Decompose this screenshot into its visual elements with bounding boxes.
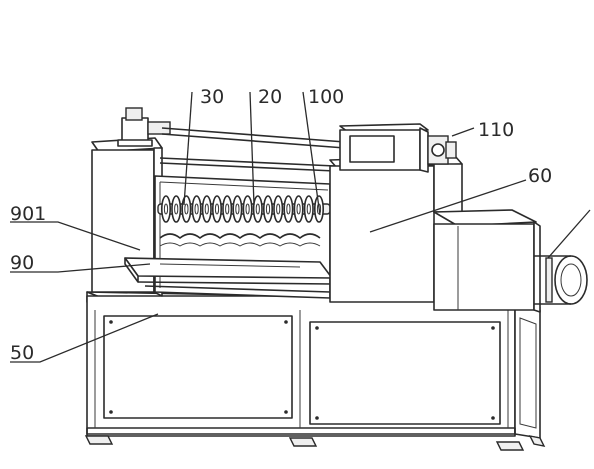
roller-disc-hub	[225, 203, 230, 215]
roller-disc-hub	[214, 203, 220, 215]
roller-disc	[161, 195, 172, 223]
top-rails	[159, 127, 346, 172]
roller-discs	[161, 195, 324, 223]
roller-disc-hub	[194, 203, 199, 215]
label-60: 60	[528, 165, 552, 187]
label-110: 110	[478, 119, 514, 141]
roller-disc	[273, 195, 284, 223]
label-90: 90	[10, 252, 34, 274]
roller-disc	[303, 195, 314, 223]
control-screen	[349, 135, 395, 163]
roller-disc	[181, 195, 192, 223]
top-left-motor	[121, 117, 149, 143]
roller-disc-hub	[265, 203, 271, 215]
roller-disc-hub	[174, 203, 179, 215]
right-panel	[309, 321, 501, 425]
label-30: 30	[200, 86, 224, 108]
roller-disc	[293, 195, 304, 223]
roller-disc-hub	[245, 203, 250, 215]
roller-disc-hub	[235, 203, 240, 215]
roller-disc	[232, 195, 243, 223]
roller-disc	[262, 195, 273, 223]
right-housing	[329, 123, 463, 303]
base-frame	[86, 291, 541, 439]
roller-disc	[283, 195, 294, 223]
leader-lines	[10, 91, 591, 363]
left-panel	[103, 315, 293, 419]
label-100: 100	[308, 86, 344, 108]
roller-disc-hub	[306, 203, 311, 215]
label-901: 901	[10, 203, 46, 225]
roller-lower-row	[159, 233, 321, 247]
machine-feet	[84, 435, 546, 451]
roller-disc	[171, 195, 182, 223]
roller-disc	[252, 195, 263, 223]
label-20: 20	[258, 86, 282, 108]
roller-disc-hub	[184, 203, 189, 215]
roller-disc	[212, 195, 223, 223]
roller-disc-hub	[286, 203, 291, 215]
blower-box	[433, 209, 588, 313]
outlet-duct	[554, 255, 588, 305]
label-50: 50	[10, 342, 34, 364]
roller-disc-hub	[204, 203, 209, 215]
roller-disc-hub	[276, 203, 281, 215]
roller-disc	[191, 195, 202, 223]
roller-disc	[242, 195, 253, 223]
roller-disc-hub	[296, 203, 301, 215]
roller-disc-hub	[163, 203, 169, 215]
roller-disc	[201, 195, 212, 223]
roller-disc-hub	[255, 203, 260, 215]
roller-disc	[222, 195, 233, 223]
